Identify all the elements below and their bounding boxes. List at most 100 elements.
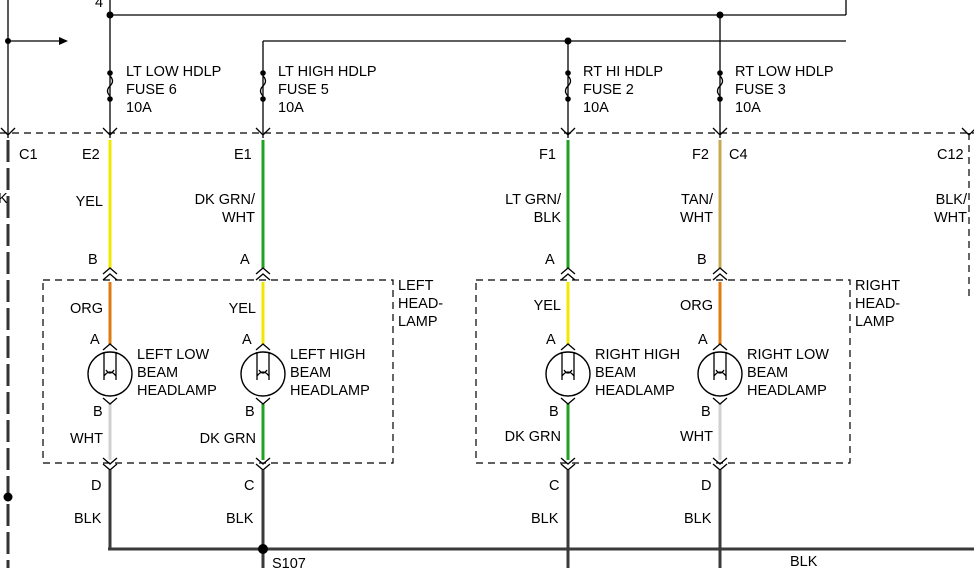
svg-text:HEAD-: HEAD- (855, 296, 900, 312)
pin-label: B (549, 404, 559, 420)
wire-color-label: LT GRN/ (505, 192, 562, 208)
fuse-number: FUSE 6 (126, 82, 177, 98)
headlamp-bottom-connectors (102, 457, 728, 471)
svg-text:LAMP: LAMP (398, 314, 438, 330)
splice-label: S107 (272, 556, 306, 568)
pin-label: C (549, 478, 559, 494)
pin-label: B (245, 404, 255, 420)
svg-text:HEADLAMP: HEADLAMP (137, 383, 217, 399)
svg-text:LEFT: LEFT (398, 278, 434, 294)
fuse-rating: 10A (583, 100, 609, 116)
svg-text:K: K (0, 191, 8, 207)
fuse-number: FUSE 2 (583, 82, 634, 98)
right-headlamp-assembly (475, 279, 851, 464)
lamp-right-low-label: RIGHT LOW BEAM HEADLAMP (747, 347, 829, 399)
wire-color-label: ORG (70, 301, 103, 317)
pin-label: D (91, 478, 101, 494)
inner-wire-lines (108, 282, 722, 460)
wire-color-label: BLK/ (936, 192, 968, 208)
svg-text:LAMP: LAMP (855, 314, 895, 330)
wire-color-label: YEL (229, 301, 256, 317)
fuse-name: RT LOW HDLP (735, 64, 834, 80)
connector-f2: F2 (692, 147, 709, 163)
svg-text:RIGHT HIGH: RIGHT HIGH (595, 347, 680, 363)
left-assembly-label: LEFT HEAD- LAMP (398, 278, 443, 330)
pin-label: A (545, 252, 555, 268)
wire-color-label: DK GRN/ (195, 192, 256, 208)
svg-text:BEAM: BEAM (595, 365, 636, 381)
c1-circuit: K (0, 140, 13, 568)
svg-text:LEFT LOW: LEFT LOW (137, 347, 210, 363)
fuse-rating: 10A (126, 100, 152, 116)
pin-label: A (240, 252, 250, 268)
pin-label: B (93, 404, 103, 420)
lamp-right-high-icon (545, 343, 591, 405)
pin-label: A (698, 332, 708, 348)
upper-wire-lines (108, 140, 722, 268)
wire-color-label: BLK (684, 511, 712, 527)
fuse-rt-low: RT LOW HDLP FUSE 3 10A (735, 64, 834, 116)
pin-label: A (546, 332, 556, 348)
fuse-lt-high: LT HIGH HDLP FUSE 5 10A (278, 64, 377, 116)
pin-label: B (697, 252, 707, 268)
wire-color-label: WHT (680, 210, 713, 226)
feed-wires (5, 0, 847, 138)
lamp-left-high-icon (240, 343, 286, 405)
svg-text:RIGHT: RIGHT (855, 278, 900, 294)
wire-color-label: ORG (680, 298, 713, 314)
top-label: 4 (95, 0, 103, 11)
svg-text:HEADLAMP: HEADLAMP (595, 383, 675, 399)
pin-label: C (244, 478, 254, 494)
connector-f1: F1 (539, 147, 556, 163)
lamp-right-high-label: RIGHT HIGH BEAM HEADLAMP (595, 347, 680, 399)
pin-label: A (90, 332, 100, 348)
svg-text:BEAM: BEAM (747, 365, 788, 381)
wire-color-label: DK GRN (200, 431, 256, 447)
connector-e2: E2 (82, 147, 100, 163)
wire-color-label: YEL (534, 298, 561, 314)
wire-color-label: BLK (74, 511, 102, 527)
fuse-number: FUSE 3 (735, 82, 786, 98)
wire-color-label: WHT (222, 210, 255, 226)
pin-label: A (242, 332, 252, 348)
wire-color-label: DK GRN (505, 429, 561, 445)
fuse-rating: 10A (278, 100, 304, 116)
lamp-right-low-icon (697, 343, 743, 405)
left-headlamp-assembly (42, 279, 394, 464)
ground-wires (108, 470, 974, 568)
connector-c4: C4 (729, 147, 748, 163)
svg-text:LEFT HIGH: LEFT HIGH (290, 347, 365, 363)
fuse-name: LT HIGH HDLP (278, 64, 377, 80)
pin-label: D (701, 478, 711, 494)
fuse-number: FUSE 5 (278, 82, 329, 98)
wire-color-label: WHT (934, 210, 967, 226)
wire-color-label: WHT (70, 431, 103, 447)
fuse-symbols (106, 70, 724, 102)
headlamp-top-connectors (102, 267, 728, 281)
wire-color-label: WHT (680, 429, 713, 445)
fuse-name: LT LOW HDLP (126, 64, 221, 80)
lamp-left-low-label: LEFT LOW BEAM HEADLAMP (137, 347, 217, 399)
wire-color-label: BLK (790, 554, 818, 568)
wire-color-label: BLK (226, 511, 254, 527)
connector-e1: E1 (234, 147, 252, 163)
pin-label: B (88, 252, 98, 268)
right-assembly-label: RIGHT HEAD- LAMP (855, 278, 900, 330)
connector-chevrons (0, 127, 974, 136)
fuse-rt-hi: RT HI HDLP FUSE 2 10A (583, 64, 663, 116)
connector-c12: C12 (937, 147, 964, 163)
fuse-block-boundary (0, 132, 974, 300)
wire-color-label: BLK (534, 210, 562, 226)
lamp-left-high-label: LEFT HIGH BEAM HEADLAMP (290, 347, 370, 399)
fuse-rating: 10A (735, 100, 761, 116)
wire-color-label: YEL (76, 194, 103, 210)
lamp-left-low-icon (87, 343, 133, 405)
svg-text:BEAM: BEAM (290, 365, 331, 381)
wire-color-label: BLK (531, 511, 559, 527)
fuse-name: RT HI HDLP (583, 64, 663, 80)
svg-text:RIGHT LOW: RIGHT LOW (747, 347, 829, 363)
pin-label: B (701, 404, 711, 420)
svg-text:HEADLAMP: HEADLAMP (747, 383, 827, 399)
